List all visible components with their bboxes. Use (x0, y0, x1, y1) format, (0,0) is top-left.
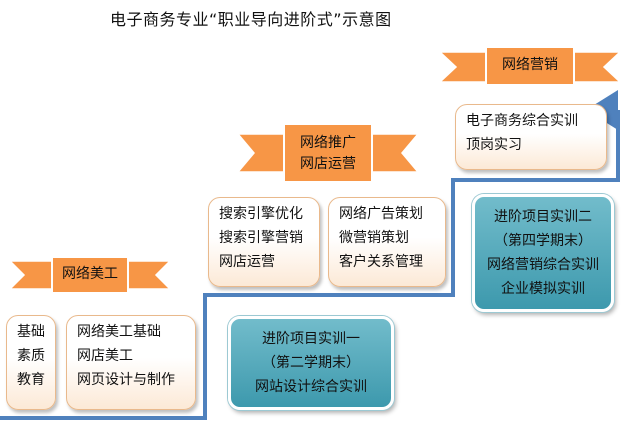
ribbon-label: 网络推广 (300, 135, 356, 151)
ribbon-stage2: 网络推广 网店运营 (238, 120, 418, 186)
card-line: 素质 (17, 348, 45, 364)
ribbon-label: 网店运营 (300, 156, 356, 172)
diagram-title: 电子商务专业“职业导向进阶式”示意图 (110, 10, 392, 29)
card-line: 搜索引擎营销 (219, 230, 303, 246)
card-line: 客户关系管理 (339, 254, 423, 270)
project-line: 企业模拟实训 (501, 281, 585, 297)
card-line: 搜索引擎优化 (219, 206, 303, 222)
ribbon-banner-shape (440, 46, 620, 86)
project-line: 进阶项目实训一 (262, 331, 360, 347)
card-foundation: 基础 素质 教育 (6, 315, 56, 410)
card-line: 电子商务综合实训 (466, 113, 578, 129)
ribbon-label: 网络营销 (502, 57, 558, 73)
card-line: 基础 (17, 324, 45, 340)
project-line: （第二学期末） (262, 355, 360, 371)
card-line: 网店美工 (77, 348, 133, 364)
ribbon-banner-shape (238, 123, 418, 183)
project-line: （第四学期末） (494, 233, 592, 249)
ribbon-label: 网络美工 (62, 266, 118, 282)
card-line: 微营销策划 (339, 230, 409, 246)
project-line: 进阶项目实训二 (494, 209, 592, 225)
card-practice: 电子商务综合实训 顶岗实习 (455, 104, 607, 170)
project-line: 网络营销综合实训 (487, 257, 599, 273)
ribbon-stage3: 网络营销 (440, 44, 620, 88)
card-line: 教育 (17, 372, 45, 388)
project-line: 网站设计综合实训 (255, 379, 367, 395)
card-line: 网页设计与制作 (77, 372, 175, 388)
card-line: 网络广告策划 (339, 206, 423, 222)
ribbon-banner-shape (10, 256, 170, 294)
ribbon-stage1: 网络美工 (10, 255, 170, 295)
card-design-courses: 网络美工基础 网店美工 网页设计与制作 (66, 315, 196, 410)
project-box-2: 进阶项目实训二 （第四学期末） 网络营销综合实训 企业模拟实训 (472, 194, 614, 312)
card-line: 顶岗实习 (466, 137, 522, 153)
card-line: 网店运营 (219, 254, 275, 270)
card-line: 网络美工基础 (77, 324, 161, 340)
card-search-courses: 搜索引擎优化 搜索引擎营销 网店运营 (208, 197, 320, 287)
card-marketing-courses: 网络广告策划 微营销策划 客户关系管理 (328, 197, 446, 287)
project-box-1: 进阶项目实训一 （第二学期末） 网站设计综合实训 (228, 316, 394, 410)
